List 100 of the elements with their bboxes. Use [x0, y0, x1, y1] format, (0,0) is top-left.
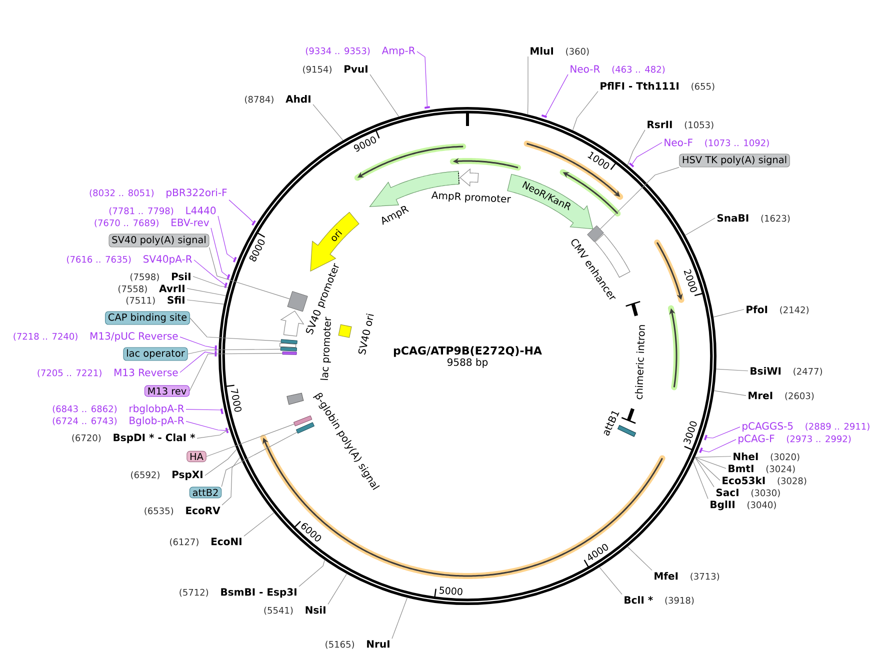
leader-line	[204, 448, 237, 476]
site-label: MluI	[530, 47, 553, 55]
feature-mark	[282, 352, 297, 355]
primer-position: (6724 .. 6743)	[52, 417, 117, 426]
site-position: (1623)	[761, 214, 790, 223]
site-label: AhdI	[286, 95, 310, 103]
site-label: BclI *	[624, 596, 653, 604]
site-position: (6535)	[144, 507, 174, 516]
leader-line	[186, 408, 222, 410]
site-position: (6592)	[131, 471, 160, 480]
site-label: MreI	[748, 392, 772, 400]
site-label: PvuI	[344, 65, 368, 73]
site-label: BsiWI	[750, 367, 781, 375]
primer-position: (1073 .. 1092)	[705, 139, 769, 148]
leader-line	[627, 546, 652, 571]
site-position: (3028)	[778, 477, 806, 486]
leader-line	[298, 560, 325, 587]
site-position: (3713)	[690, 572, 720, 581]
primer-mark	[214, 345, 217, 351]
scale-label: 9000	[354, 136, 376, 152]
leader-line	[208, 246, 290, 300]
site-label: SnaBI	[717, 214, 748, 222]
primer-mark	[541, 114, 547, 118]
site-label: EcoNI	[212, 538, 242, 546]
leader-line	[210, 228, 228, 277]
site-label: PflFI - Tth111I	[600, 82, 678, 90]
site-position: (2477)	[794, 368, 822, 376]
primer-mark	[226, 274, 230, 280]
site-label: EcoRV	[186, 506, 220, 514]
feature-label: chimeric intron	[634, 325, 645, 400]
site-position: (7598)	[130, 273, 159, 282]
primer-position: (7205 .. 7221)	[38, 369, 102, 378]
leader-line	[189, 352, 283, 392]
leader-line	[190, 318, 282, 342]
leader-line	[694, 456, 714, 488]
scale-label: 3000	[684, 421, 697, 444]
leader-line	[694, 456, 726, 469]
feature-mark	[293, 415, 312, 426]
site-position: (2142)	[780, 306, 809, 314]
leader-line	[228, 200, 254, 223]
feature-mark	[280, 339, 298, 344]
primer-position: (7616 .. 7635)	[67, 256, 131, 264]
primer-label: rbglobpA-R	[130, 404, 184, 414]
scale-label: 8000	[249, 239, 265, 262]
leader-line	[694, 456, 720, 481]
leader-line	[713, 309, 744, 318]
feature-mark	[587, 225, 604, 242]
primer-label: M13 Reverse	[114, 368, 178, 376]
primer-position: (8032 .. 8051)	[90, 189, 154, 198]
feature-mark	[287, 291, 308, 312]
site-position: (7558)	[118, 285, 147, 294]
site-position: (655)	[692, 82, 714, 91]
primer-label: L4440	[186, 206, 216, 214]
site-position: (6720)	[72, 434, 101, 442]
leader-line	[370, 74, 400, 117]
plasmid-name: pCAG/ATP9B(E272Q)-HA	[394, 346, 542, 357]
primer-position: (2889 .. 2911)	[806, 422, 870, 431]
site-label: RsrII	[648, 120, 672, 128]
feature-tag: M13 rev	[144, 385, 190, 397]
site-label: SfiI	[168, 296, 184, 304]
primer-position: (6843 .. 6862)	[52, 405, 117, 414]
leader-line	[244, 512, 274, 536]
site-position: (5541)	[264, 606, 293, 615]
feature-tag: lac operator	[123, 347, 188, 361]
site-label: AvrII	[159, 284, 184, 292]
leader-line	[702, 439, 736, 452]
feature-label: SV40 ori	[358, 314, 374, 355]
primer-mark	[224, 282, 228, 288]
primer-mark	[424, 106, 430, 109]
feature-tag: SV40 poly(A) signal	[108, 234, 210, 248]
feature-label: lac promoter	[320, 316, 331, 380]
primer-mark	[628, 162, 634, 168]
primer-label: EBV-rev	[172, 218, 210, 226]
site-label: BglII	[710, 500, 734, 510]
primer-mark	[704, 434, 708, 440]
leader-line	[186, 288, 226, 296]
leader-line	[392, 597, 408, 639]
site-position: (3040)	[748, 501, 776, 510]
site-label: SacI	[716, 488, 738, 496]
site-position: (3020)	[770, 453, 800, 462]
scale-label: 2000	[684, 269, 698, 292]
primer-label: M13/pUC Reverse	[90, 332, 178, 342]
site-position: (3030)	[751, 489, 780, 498]
leader-line	[218, 216, 234, 260]
primer-label: pCAGGS-5	[742, 422, 793, 432]
site-position: (6127)	[170, 538, 198, 546]
feature-mark	[296, 422, 315, 434]
site-position: (8784)	[245, 96, 274, 104]
leader-line	[312, 104, 344, 141]
feature-mark	[280, 346, 297, 352]
primer-position: (7781 .. 7798)	[109, 207, 174, 216]
leader-line	[194, 260, 226, 286]
leader-line	[599, 566, 622, 595]
leader-line	[572, 91, 598, 131]
leader-line	[180, 352, 216, 373]
site-label: BspDI * - ClaI *	[114, 434, 196, 444]
leader-line	[714, 390, 746, 396]
leader-line	[694, 456, 732, 458]
leader-line	[527, 56, 528, 115]
leader-line	[716, 368, 748, 372]
